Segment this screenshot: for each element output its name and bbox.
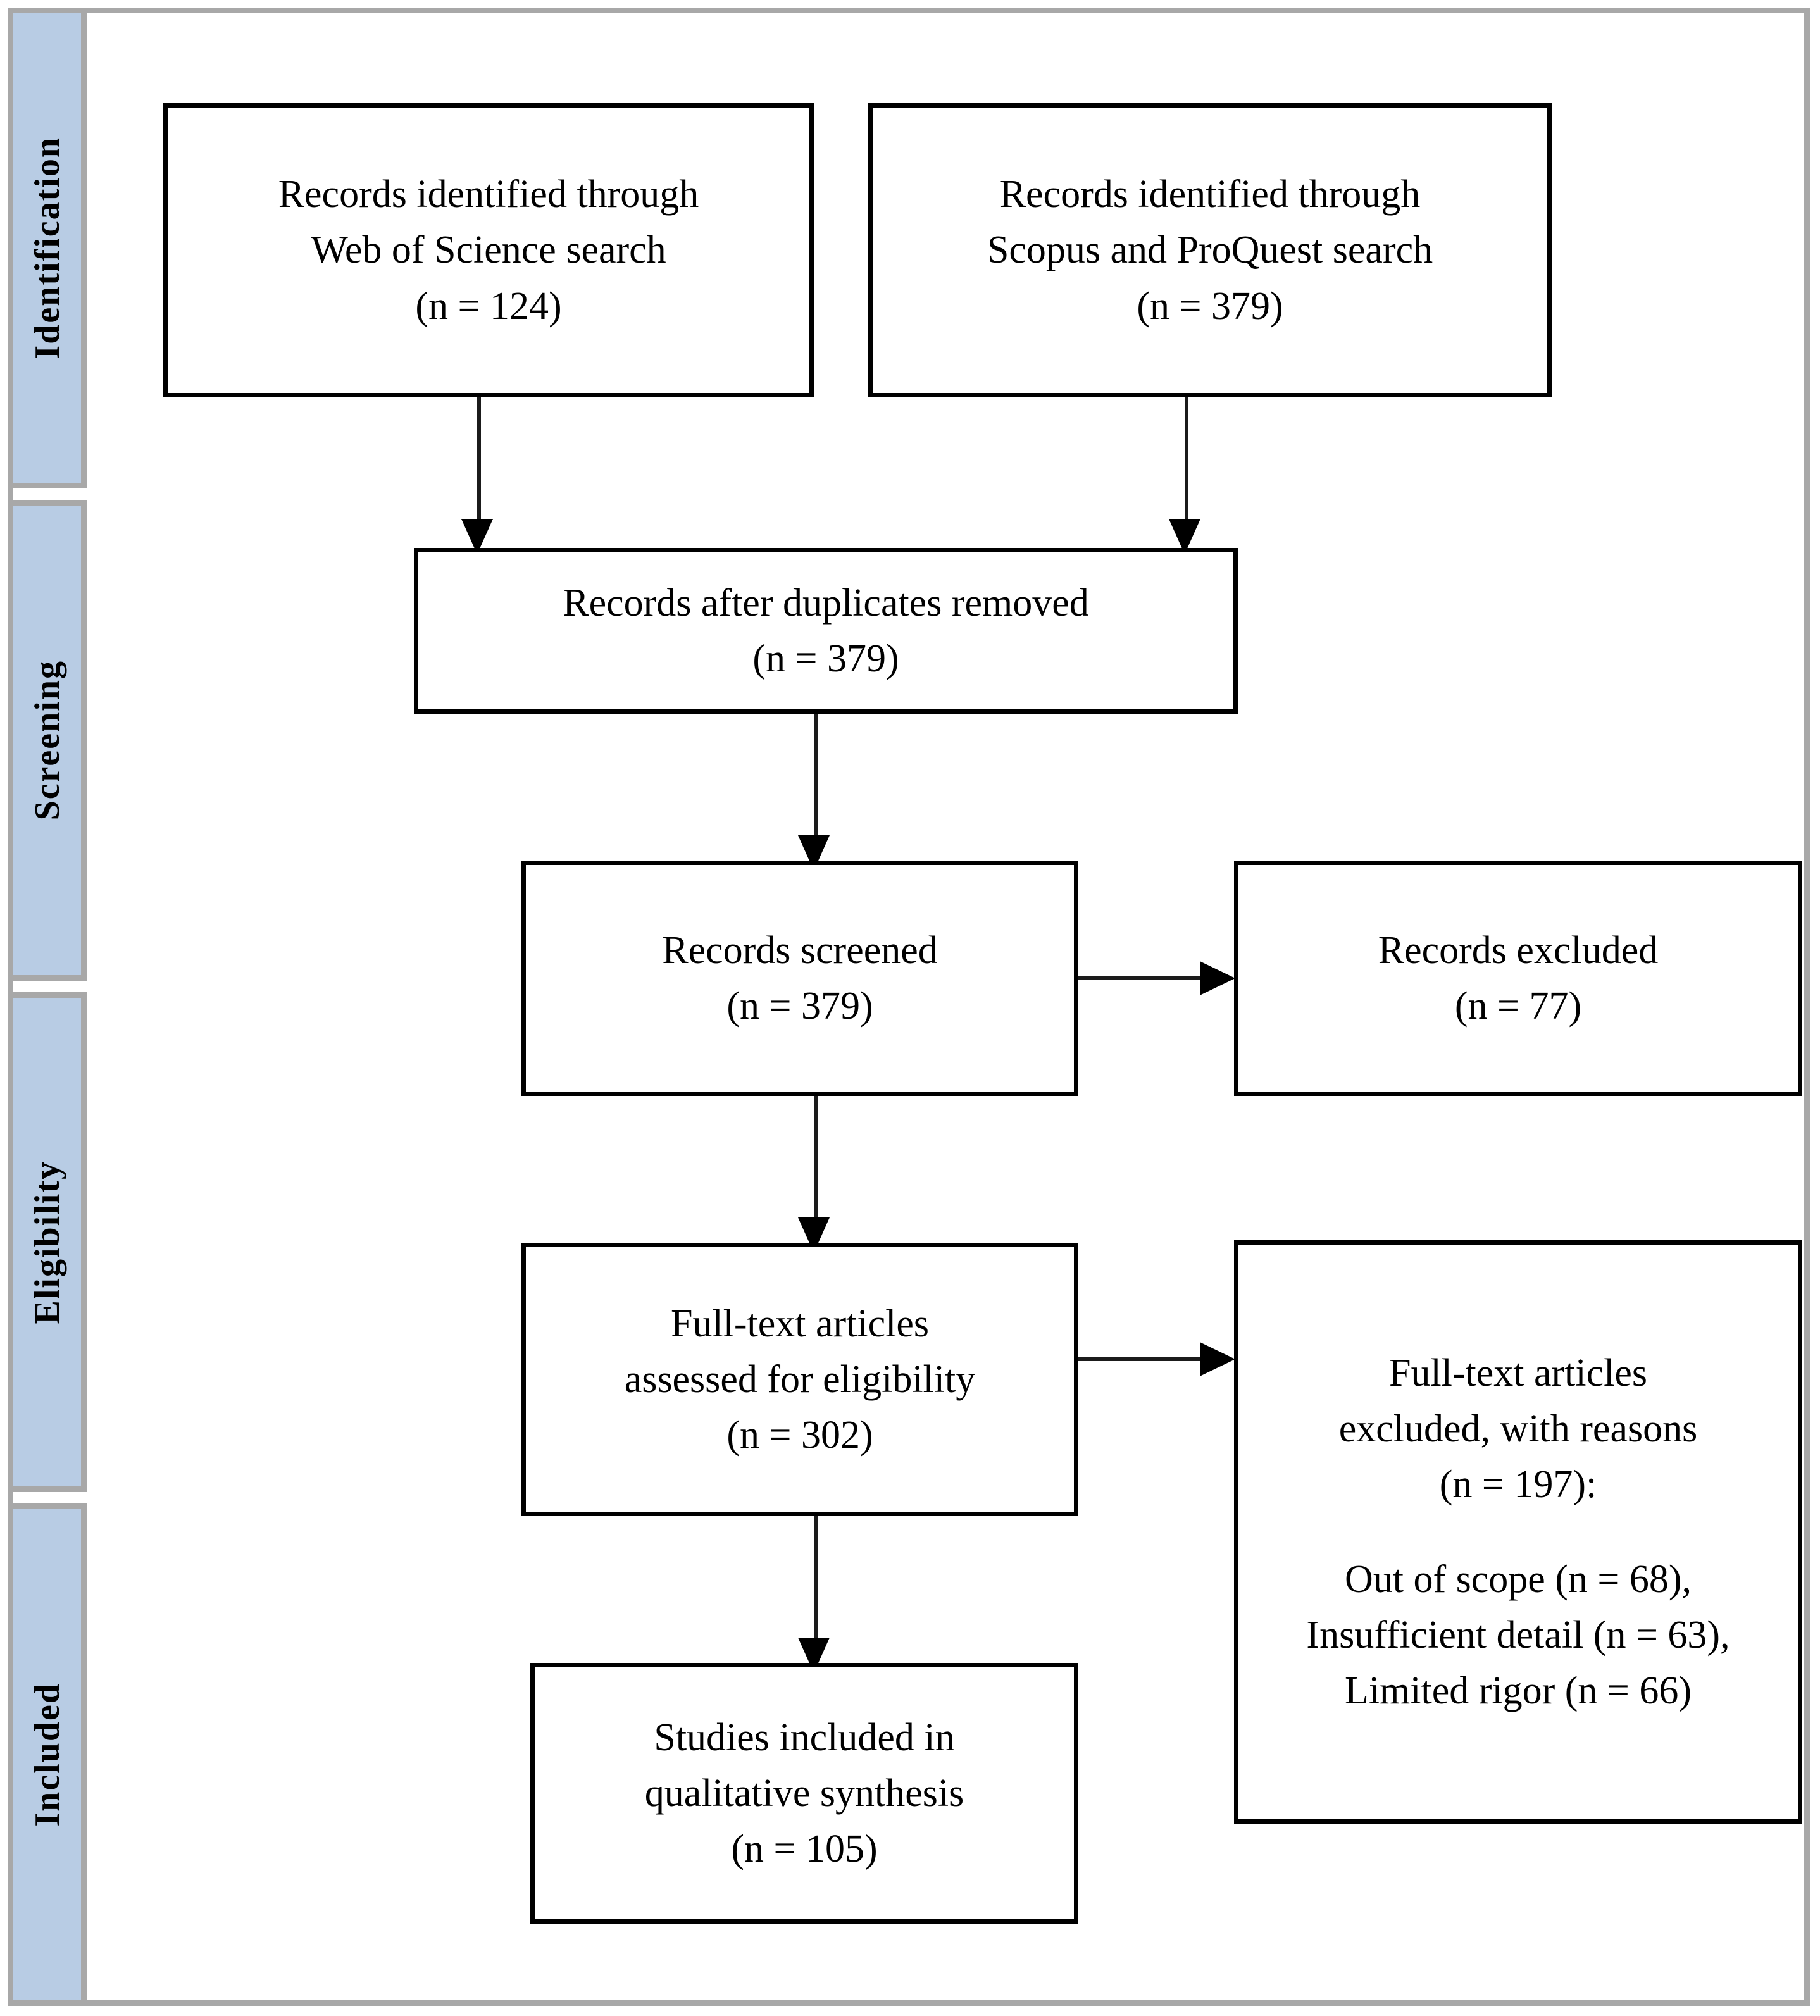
- connector-scopus-to-dedup-line: [1185, 397, 1188, 524]
- stage-label-identification: Identification: [27, 137, 67, 359]
- box-records-screened: Records screened (n = 379): [521, 861, 1078, 1096]
- connector-wos-to-dedup-line: [477, 397, 481, 524]
- box-line: qualitative synthesis: [644, 1771, 964, 1815]
- connector-assessed-to-excluded-line: [1078, 1357, 1205, 1361]
- box-line: Full-text articles: [1388, 1351, 1648, 1395]
- box-count: (n = 124): [415, 284, 562, 328]
- stage-rail-included: Included: [8, 1503, 87, 2006]
- box-studies-included-qualitative-synthesis: Studies included in qualitative synthesi…: [530, 1663, 1078, 1924]
- connector-screened-to-excluded-line: [1078, 976, 1205, 980]
- box-line: Full-text articles: [670, 1302, 930, 1345]
- connector-screened-to-excluded-arrowhead-icon: [1200, 961, 1235, 995]
- box-line: Studies included in: [654, 1715, 955, 1759]
- stage-rail-screening: Screening: [8, 500, 87, 981]
- box-line: Records excluded: [1378, 928, 1659, 972]
- box-count: (n = 105): [731, 1827, 878, 1871]
- box-count: (n = 302): [726, 1414, 873, 1457]
- exclusion-reason-insufficient-detail: Insufficient detail (n = 63),: [1306, 1614, 1730, 1657]
- box-line: Records after duplicates removed: [563, 581, 1089, 625]
- box-records-identified-wos: Records identified through Web of Scienc…: [163, 103, 814, 397]
- stage-rail-identification: Identification: [8, 8, 87, 488]
- box-line: assessed for eligibility: [624, 1357, 976, 1401]
- stage-label-eligibility: Eligibility: [27, 1160, 67, 1324]
- exclusion-reason-limited-rigor: Limited rigor (n = 66): [1344, 1669, 1692, 1713]
- box-line: Records identified through: [999, 173, 1421, 216]
- connector-dedup-to-screened-line: [814, 714, 818, 840]
- box-line: Records screened: [662, 928, 938, 972]
- box-line: excluded, with reasons: [1338, 1407, 1698, 1450]
- connector-assessed-to-included-line: [814, 1516, 818, 1643]
- stage-label-screening: Screening: [27, 660, 67, 821]
- connector-screened-to-fulltext-line: [814, 1096, 818, 1223]
- box-records-identified-scopus-proquest: Records identified through Scopus and Pr…: [868, 103, 1552, 397]
- box-fulltext-excluded-with-reasons: Full-text articles excluded, with reason…: [1234, 1240, 1802, 1824]
- box-count: (n = 379): [1137, 284, 1283, 328]
- box-count: (n = 197):: [1439, 1462, 1597, 1506]
- box-count: (n = 77): [1454, 985, 1582, 1028]
- box-line: Records identified through: [278, 173, 699, 216]
- connector-assessed-to-excluded-arrowhead-icon: [1200, 1342, 1235, 1376]
- stage-rail-eligibility: Eligibility: [8, 992, 87, 1492]
- box-count: (n = 379): [726, 985, 873, 1028]
- exclusion-reason-out-of-scope: Out of scope (n = 68),: [1344, 1558, 1692, 1601]
- box-line: Scopus and ProQuest search: [987, 228, 1433, 272]
- stage-label-included: Included: [27, 1683, 67, 1827]
- box-records-after-duplicates-removed: Records after duplicates removed (n = 37…: [414, 548, 1238, 714]
- box-records-excluded: Records excluded (n = 77): [1234, 861, 1802, 1096]
- box-count: (n = 379): [752, 637, 899, 680]
- box-fulltext-assessed-eligibility: Full-text articles assessed for eligibil…: [521, 1243, 1078, 1516]
- box-line: Web of Science search: [311, 228, 666, 272]
